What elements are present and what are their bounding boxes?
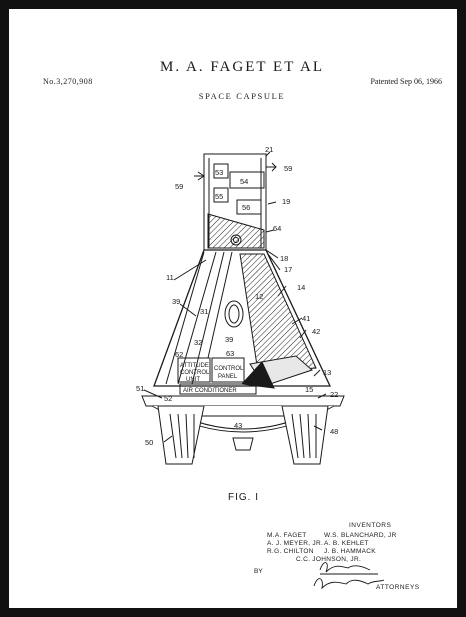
ref-64: 64 <box>273 224 281 233</box>
ref-19: 19 <box>282 197 290 206</box>
inventor-name: W.S. BLANCHARD, JR <box>324 532 397 539</box>
ref-52: 52 <box>164 394 172 403</box>
ref-12: 12 <box>255 292 263 301</box>
reference-numerals: 21 59 59 53 54 55 56 19 64 18 17 11 39 1… <box>136 145 338 447</box>
patent-subtitle: SPACE CAPSULE <box>198 91 286 101</box>
ref-63: 63 <box>226 349 234 358</box>
inventor-name: A. J. MEYER, JR. <box>267 540 324 547</box>
by-label: BY <box>254 568 263 575</box>
figure-label: FIG. I <box>228 492 259 503</box>
component-labels: ATTITUDE CONTROL UNIT CONTROL PANEL AIR … <box>180 363 244 394</box>
ref-43: 43 <box>234 421 242 430</box>
ref-55: 55 <box>215 192 223 201</box>
label-attitude: ATTITUDE <box>180 363 209 369</box>
ref-39-mid: 39 <box>225 335 233 344</box>
ref-15: 15 <box>305 385 313 394</box>
inventor-name: A. B. KEHLET <box>324 540 369 547</box>
inventors-heading: INVENTORS <box>349 522 392 529</box>
space-capsule-drawing: ATTITUDE CONTROL UNIT CONTROL PANEL AIR … <box>136 145 345 465</box>
inventor-name: C.C. JOHNSON, JR. <box>296 556 362 563</box>
ref-56: 56 <box>242 203 250 212</box>
ref-11: 11 <box>166 273 174 282</box>
ref-59-left: 59 <box>175 182 183 191</box>
patent-title: M. A. FAGET ET AL <box>159 59 324 75</box>
inventor-name: M.A. FAGET <box>267 532 307 539</box>
ref-53: 53 <box>215 168 223 177</box>
label-control-1: CONTROL <box>180 370 210 376</box>
ref-17: 17 <box>284 265 292 274</box>
inventor-name: R.G. CHILTON <box>267 548 314 555</box>
label-unit: UNIT <box>186 377 200 383</box>
ref-48: 48 <box>330 427 338 436</box>
inventor-name: J. B. HAMMACK <box>324 548 376 555</box>
patent-sheet: M. A. FAGET ET AL No.3,270,908 Patented … <box>18 18 466 617</box>
ref-51: 51 <box>136 384 144 393</box>
ref-42: 42 <box>312 327 320 336</box>
ref-21: 21 <box>265 145 273 154</box>
ref-13: 13 <box>323 368 331 377</box>
ref-18: 18 <box>280 254 288 263</box>
ref-54: 54 <box>240 177 248 186</box>
label-air-conditioner: AIR CONDITIONER <box>183 388 237 394</box>
patent-number: No.3,270,908 <box>43 77 93 86</box>
attorney-signature <box>313 562 385 590</box>
label-panel: PANEL <box>218 374 238 380</box>
capsule-outline <box>141 151 345 465</box>
patent-date: Patented Sep 06, 1966 <box>370 77 442 86</box>
ref-39-top: 39 <box>172 297 180 306</box>
ref-59-right: 59 <box>284 164 292 173</box>
ref-50: 50 <box>145 438 153 447</box>
ref-14: 14 <box>297 283 305 292</box>
label-control-2: CONTROL <box>214 366 244 372</box>
ref-22: 22 <box>330 390 338 399</box>
ref-62: 62 <box>175 350 183 359</box>
attorneys-label: ATTORNEYS <box>376 584 420 591</box>
ref-41: 41 <box>302 314 310 323</box>
ref-32: 32 <box>194 338 202 347</box>
ref-31: 31 <box>200 307 208 316</box>
